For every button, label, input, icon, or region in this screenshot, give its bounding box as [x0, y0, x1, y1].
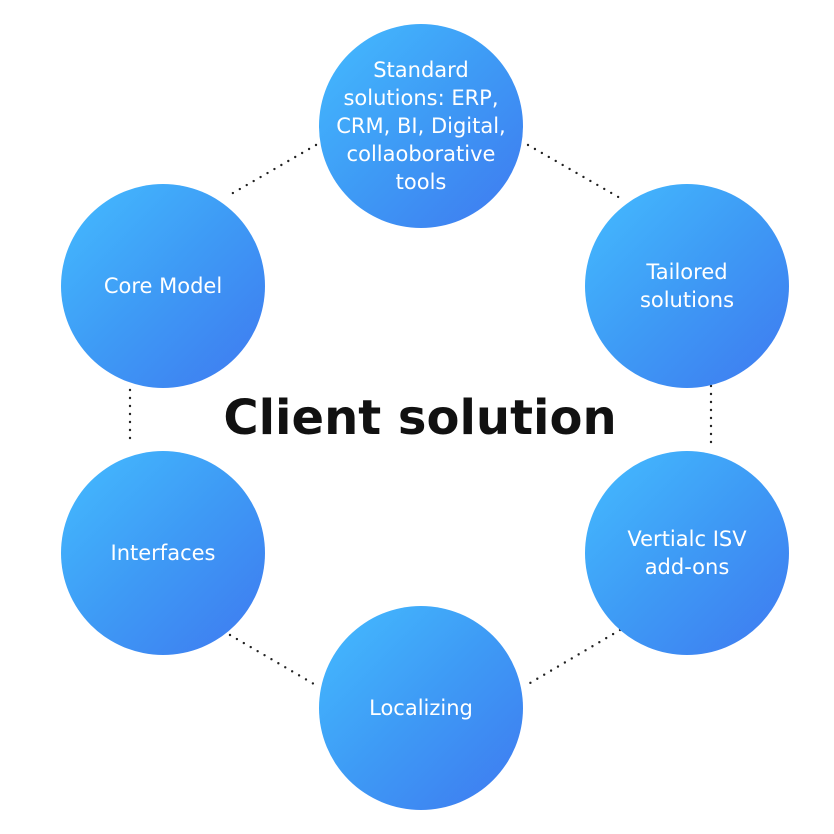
diagram-title: Client solution: [223, 390, 617, 446]
node-label: Localizing: [369, 696, 473, 720]
node-tailored-solutions: Tailored solutions: [585, 184, 789, 388]
connector-top-right: [526, 143, 622, 200]
node-label: Standard solutions: ERP, CRM, BI, Digita…: [336, 58, 506, 194]
connector-bottom-left: [228, 633, 321, 689]
node-label: Vertialc ISV add-ons: [627, 527, 747, 579]
connector-top-left: [224, 143, 318, 199]
node-label: Tailored solutions: [639, 260, 735, 312]
node-core-model: Core Model: [61, 184, 265, 388]
node-standard-solutions: Standard solutions: ERP, CRM, BI, Digita…: [319, 24, 523, 228]
node-localizing: Localizing: [319, 606, 523, 810]
node-interfaces: Interfaces: [61, 451, 265, 655]
node-label: Interfaces: [110, 541, 216, 565]
node-vertical-isv-addons: Vertialc ISV add-ons: [585, 451, 789, 655]
node-label: Core Model: [103, 274, 223, 298]
connector-bottom-right: [523, 628, 622, 688]
